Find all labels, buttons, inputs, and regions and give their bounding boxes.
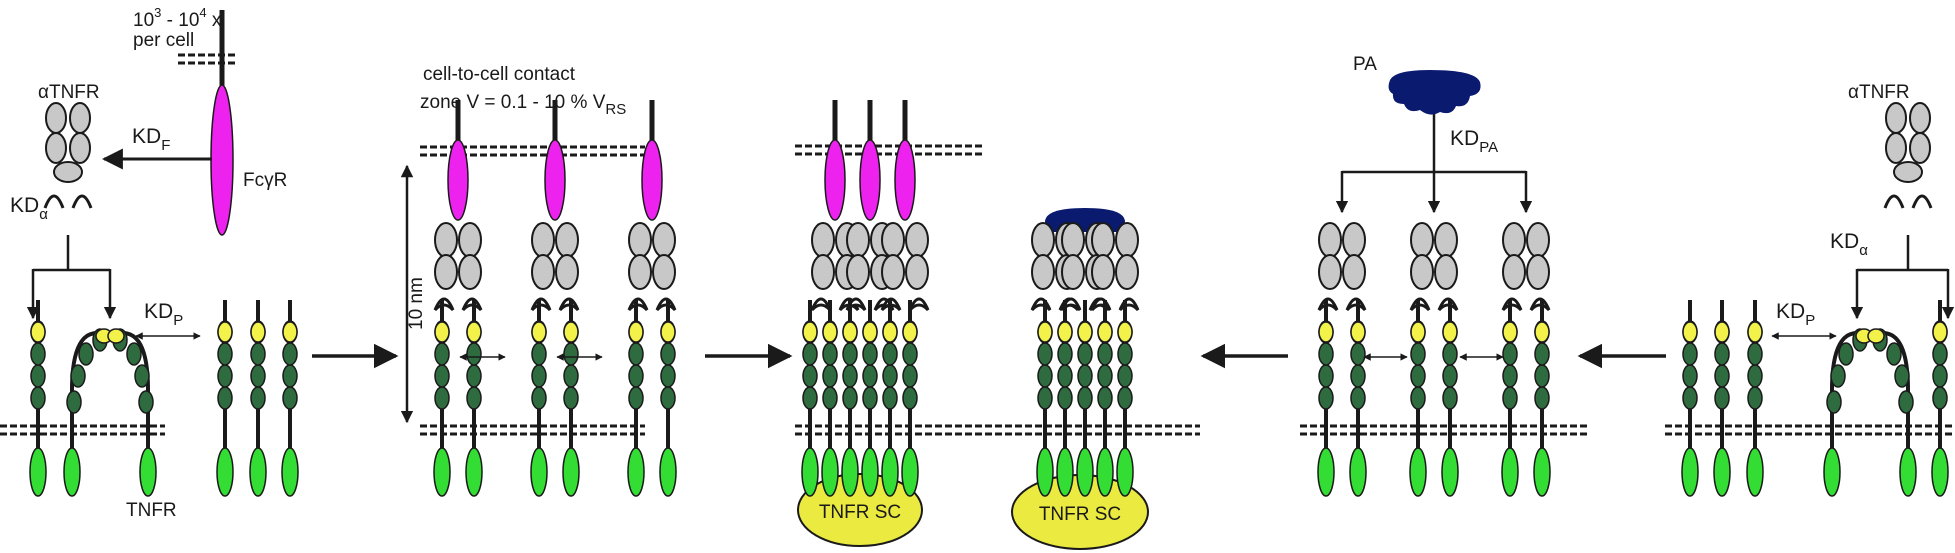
- membrane-contact-top: [420, 145, 645, 157]
- supercluster-left-label: TNFR SC: [819, 502, 901, 523]
- cluster-pa-receptor-5: [1116, 300, 1134, 497]
- membrane-contact-bottom: [420, 424, 645, 436]
- crosslinked-complex-2: [530, 100, 580, 497]
- cluster-receptor-1: [801, 300, 819, 497]
- anti-tnfr-antibody-left: [43, 102, 93, 209]
- copies-per-cell-label: 103 - 104 x: [133, 5, 222, 31]
- kd-f-label: KDF: [132, 125, 170, 154]
- copies-exp-2: 4: [199, 5, 206, 20]
- membrane-pa-panel: [1300, 424, 1590, 436]
- right-receptor-monomer-4: [1931, 300, 1949, 497]
- copies-dash: -: [161, 10, 178, 31]
- receptor-monomer-3: [249, 300, 267, 497]
- fcgr-label: FcγR: [243, 170, 287, 191]
- kd-pa-sub: PA: [1479, 139, 1498, 156]
- contact-zone-line2: zone V = 0.1 - 10 % VRS: [420, 92, 626, 118]
- anti-tnfr-right-label: αTNFR: [1848, 82, 1910, 103]
- contact-zone-line1: cell-to-cell contact: [423, 64, 576, 85]
- kd-alpha-left-main: KD: [10, 194, 39, 217]
- cluster-pa-receptor-3: [1076, 300, 1094, 497]
- cluster-receptor-4: [861, 300, 879, 497]
- panel-2-contact-zone: [433, 100, 677, 497]
- cluster-receptor-5: [881, 300, 899, 497]
- anti-tnfr-left-label: αTNFR: [38, 82, 100, 103]
- crosslinked-complex-1: [433, 100, 483, 497]
- copies-tail: x: [207, 10, 222, 31]
- cluster-pa-complex: [1030, 208, 1140, 312]
- kd-alpha-right-label: KDα: [1830, 230, 1868, 259]
- pa-molecule-icon: [1388, 70, 1481, 115]
- kd-f-sub: F: [161, 137, 170, 154]
- panel-5-monomeric-receptors: [1681, 102, 1949, 497]
- pa-antibody-complex-3: [1501, 222, 1551, 497]
- kd-pa-label: KDPA: [1450, 127, 1498, 156]
- right-receptor-monomer-2: [1713, 300, 1731, 497]
- kd-pa-main: KD: [1450, 127, 1479, 150]
- ten-nm-label: 10 nm: [406, 277, 427, 330]
- copies-exp-1: 3: [154, 5, 161, 20]
- cluster-fc-complex-3: [880, 100, 930, 312]
- per-cell-label: per cell: [133, 30, 194, 51]
- cluster-pa-receptor-4: [1096, 300, 1114, 497]
- cluster-receptor-2: [821, 300, 839, 497]
- contact-zone-sub: RS: [605, 101, 626, 118]
- membrane-panel1: [0, 424, 165, 436]
- kd-p-right-main: KD: [1776, 300, 1805, 323]
- contact-zone-main: zone V = 0.1 - 10 % V: [420, 92, 606, 113]
- kd-p-right-sub: P: [1805, 312, 1815, 329]
- cluster-receptor-3: [841, 300, 859, 497]
- kd-p-right-label: KDP: [1776, 300, 1815, 329]
- receptor-monomer-4: [281, 300, 299, 497]
- kd-alpha-right-sub: α: [1859, 242, 1868, 259]
- pa-antibody-complex-2: [1409, 222, 1459, 497]
- membrane-right-panel: [1665, 424, 1955, 436]
- labels: 103 - 104 x per cell αTNFR KDF FcγR KDα …: [10, 5, 1910, 525]
- right-receptor-preligand-dimer: [1823, 328, 1917, 497]
- copies-base-1: 10: [133, 10, 154, 31]
- kd-alpha-left-sub: α: [39, 206, 48, 223]
- receptor-monomer-1: [29, 300, 47, 497]
- receptor-monomer-2: [216, 300, 234, 497]
- cluster-receptor-6: [901, 300, 919, 497]
- panel-3-superclusters: [801, 100, 1140, 497]
- membrane-fcgr: [178, 53, 237, 65]
- tnfr-label: TNFR: [126, 500, 177, 521]
- cluster-pa-receptor-2: [1056, 300, 1074, 497]
- cluster-pa-receptor-1: [1036, 300, 1054, 497]
- anti-tnfr-antibody-right: [1883, 102, 1933, 209]
- pa-antibody-complex-1: [1317, 222, 1367, 497]
- panel-1-monomeric-receptors: [29, 10, 299, 497]
- cluster-pa-antibody-3: [1090, 222, 1140, 312]
- crosslinked-complex-3: [627, 100, 677, 497]
- supercluster-right-label: TNFR SC: [1039, 504, 1121, 525]
- kd-p-left-main: KD: [144, 300, 173, 323]
- process-arrows: [26, 112, 1955, 424]
- kd-f-main: KD: [132, 125, 161, 148]
- kd-p-left-label: KDP: [144, 300, 183, 329]
- fcgr-receptor: [210, 10, 234, 236]
- kd-alpha-right-main: KD: [1830, 230, 1859, 253]
- receptor-figures: [29, 10, 1949, 497]
- right-receptor-monomer-1: [1681, 300, 1699, 497]
- pa-label: PA: [1353, 54, 1377, 75]
- kd-alpha-left-label: KDα: [10, 194, 48, 223]
- panel-4-pa-bound: [1317, 222, 1551, 497]
- kd-p-left-sub: P: [173, 312, 183, 329]
- right-receptor-monomer-3: [1746, 300, 1764, 497]
- membrane-cluster-top: [795, 144, 985, 156]
- receptor-preligand-dimer: [63, 328, 157, 497]
- membrane-cluster-bottom: [795, 424, 1200, 436]
- copies-base-2: 10: [178, 10, 199, 31]
